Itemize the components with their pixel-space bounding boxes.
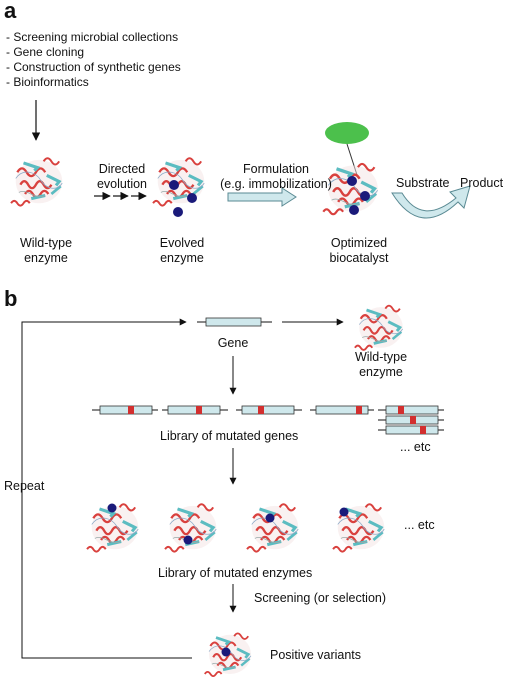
ligand-dot xyxy=(187,193,197,203)
panel-letter-b: b xyxy=(4,286,18,311)
etc-enzymes-label: ... etc xyxy=(404,518,435,532)
source-item: - Screening microbial collections xyxy=(6,30,179,44)
source-item: - Construction of synthetic genes xyxy=(6,60,181,74)
product-label: Product xyxy=(460,176,504,190)
panel-letter-a: a xyxy=(4,0,17,23)
mutated-genes-label: Library of mutated genes xyxy=(160,429,299,443)
wild-type-label: Wild-type enzyme xyxy=(19,236,73,265)
mutated-genes-row xyxy=(92,405,444,435)
source-item: - Gene cloning xyxy=(6,45,85,59)
repeat-label: Repeat xyxy=(4,479,45,493)
wild-type-enzyme-b-structure xyxy=(353,303,405,352)
mutant-enzyme-structure xyxy=(163,502,219,554)
formulation-arrow xyxy=(227,187,297,207)
substrate-label: Substrate xyxy=(396,176,450,190)
enzyme-sources-list: - Screening microbial collections - Gene… xyxy=(6,30,181,90)
mutant-enzyme-structure xyxy=(245,502,301,554)
optimized-label: Optimized biocatalyst xyxy=(329,236,389,265)
repeat-loop-line xyxy=(21,321,192,659)
positive-variants-label: Positive variants xyxy=(270,648,362,662)
ligand-dot xyxy=(173,207,183,217)
directed-evolution-label: Directed evolution xyxy=(96,162,148,191)
support-particle xyxy=(325,122,369,144)
wild-type-b-label: Wild-type enzyme xyxy=(354,350,408,379)
formulation-label: Formulation (e.g. immobilization) xyxy=(220,162,332,191)
gene-bar xyxy=(205,317,262,327)
etc-genes-label: ... etc xyxy=(400,440,431,454)
ligand-dot xyxy=(349,205,359,215)
evolved-label: Evolved enzyme xyxy=(159,236,205,265)
gene-label: Gene xyxy=(217,336,249,350)
conversion-arrow xyxy=(391,185,471,219)
ligand-dot xyxy=(347,176,357,186)
screening-label: Screening (or selection) xyxy=(254,591,387,605)
mutated-enzymes-label: Library of mutated enzymes xyxy=(158,566,313,580)
ligand-dot xyxy=(169,180,179,190)
ligand-dot xyxy=(360,191,370,201)
wild-type-enzyme-structure xyxy=(9,156,65,208)
source-item: - Bioinformatics xyxy=(6,75,89,89)
